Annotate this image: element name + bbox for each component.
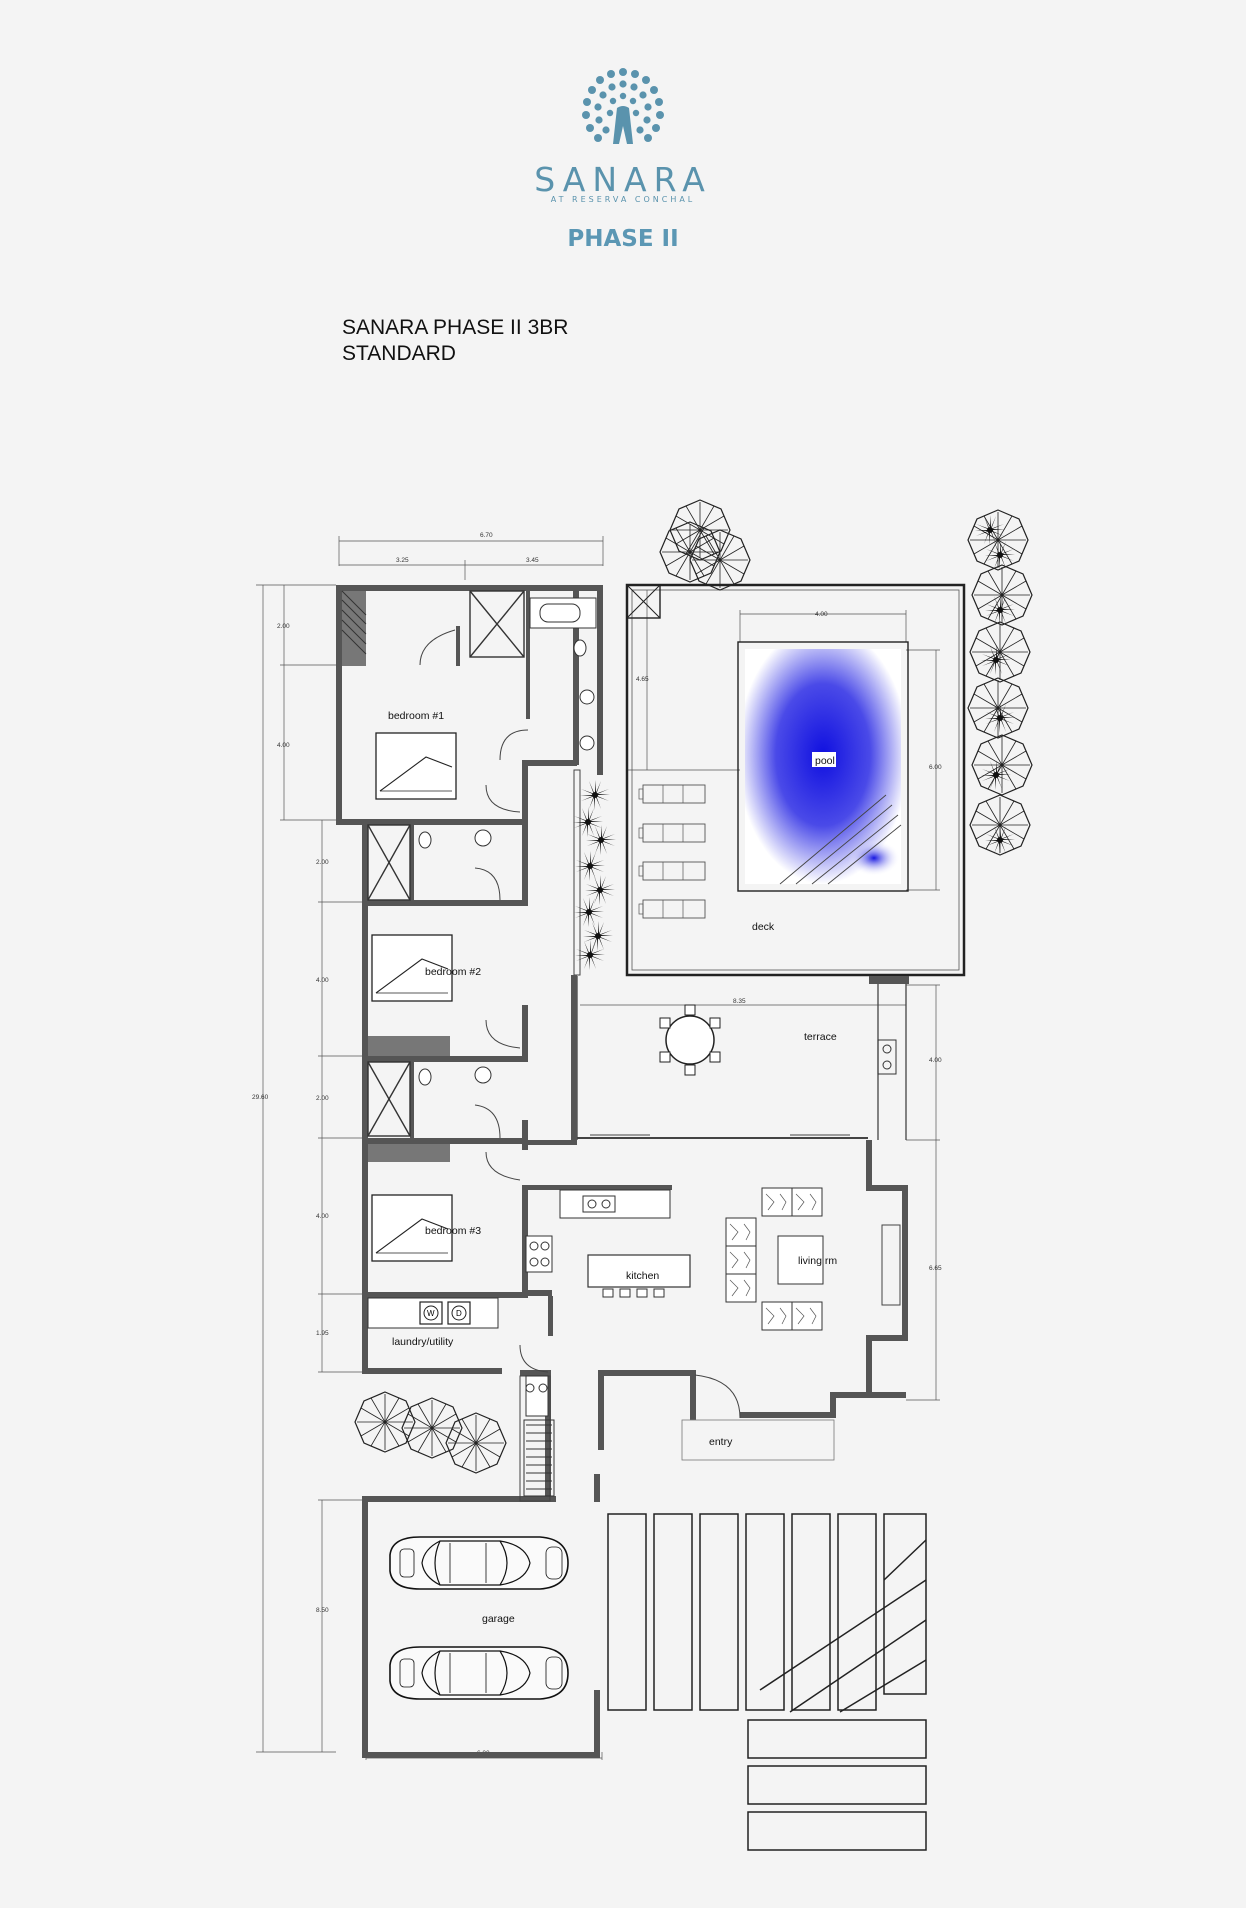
- phase-label: PHASE II: [567, 226, 679, 252]
- plan-title-line1: SANARA PHASE II 3BR: [342, 316, 569, 339]
- dim-pool-offset: 4.65: [636, 676, 649, 683]
- trees-front: [354, 1391, 507, 1474]
- dim-bed3: 4.00: [316, 1213, 329, 1220]
- bedroom1-label: bedroom #1: [388, 710, 444, 722]
- dim-bed1: 4.00: [277, 742, 290, 749]
- dim-laundry: 1.95: [316, 1330, 329, 1337]
- brand-subtitle: AT RESERVA CONCHAL: [550, 195, 696, 204]
- deck-area: [625, 583, 966, 977]
- dim-bath3: 2.00: [316, 1095, 329, 1102]
- bedroom2-label: bedroom #2: [425, 966, 481, 978]
- dim-pool-length: 6.00: [929, 764, 942, 771]
- plan-title-line2: STANDARD: [342, 342, 456, 365]
- dim-bed2: 4.00: [316, 977, 329, 984]
- dim-bath2: 2.00: [316, 859, 329, 866]
- trees-right: [967, 509, 1033, 856]
- pool-outer: [737, 641, 909, 892]
- kitchen-label: kitchen: [626, 1270, 659, 1282]
- dim-total-width: 6.70: [480, 532, 493, 539]
- washer-label: W: [427, 1309, 435, 1318]
- terrace-dining-table: [659, 1004, 721, 1076]
- deck-label: deck: [752, 921, 775, 933]
- dim-right-width: 3.45: [526, 557, 539, 564]
- living-furniture: [725, 1187, 824, 1331]
- sanara-logo: [582, 68, 664, 144]
- dim-garage-length: 8.50: [316, 1607, 329, 1614]
- garage-car-1: [389, 1536, 569, 1590]
- planter-palms: [573, 769, 616, 976]
- dim-left-width: 3.25: [396, 557, 409, 564]
- bedroom3-label: bedroom #3: [425, 1225, 481, 1237]
- laundry-appliances: W D: [367, 1297, 555, 1497]
- terrace-label: terrace: [804, 1031, 837, 1043]
- dim-terrace-depth: 4.00: [929, 1057, 942, 1064]
- dryer-label: D: [456, 1309, 462, 1318]
- garage-label: garage: [482, 1613, 515, 1625]
- trees-top: [659, 499, 751, 591]
- dim-total-length: 29.60: [252, 1094, 269, 1101]
- brand-name: SANARA: [534, 160, 712, 199]
- dim-terrace-width: 8.35: [733, 998, 746, 1005]
- kitchen-fixtures: [525, 1189, 691, 1298]
- pool-loungers: [638, 784, 706, 919]
- dim-living-depth: 6.65: [929, 1265, 942, 1272]
- laundry-label: laundry/utility: [392, 1336, 454, 1348]
- house-walls: [336, 585, 908, 1758]
- entry-label: entry: [709, 1436, 733, 1448]
- driveway-pavers: [607, 1513, 927, 1851]
- bed-1: [375, 732, 457, 800]
- garage-car-2: [389, 1646, 569, 1700]
- dim-bed1-bath: 2.00: [277, 623, 290, 630]
- pool-label: pool: [815, 755, 835, 767]
- dim-pool-width: 4.00: [815, 611, 828, 618]
- living-label: living rm: [798, 1255, 837, 1267]
